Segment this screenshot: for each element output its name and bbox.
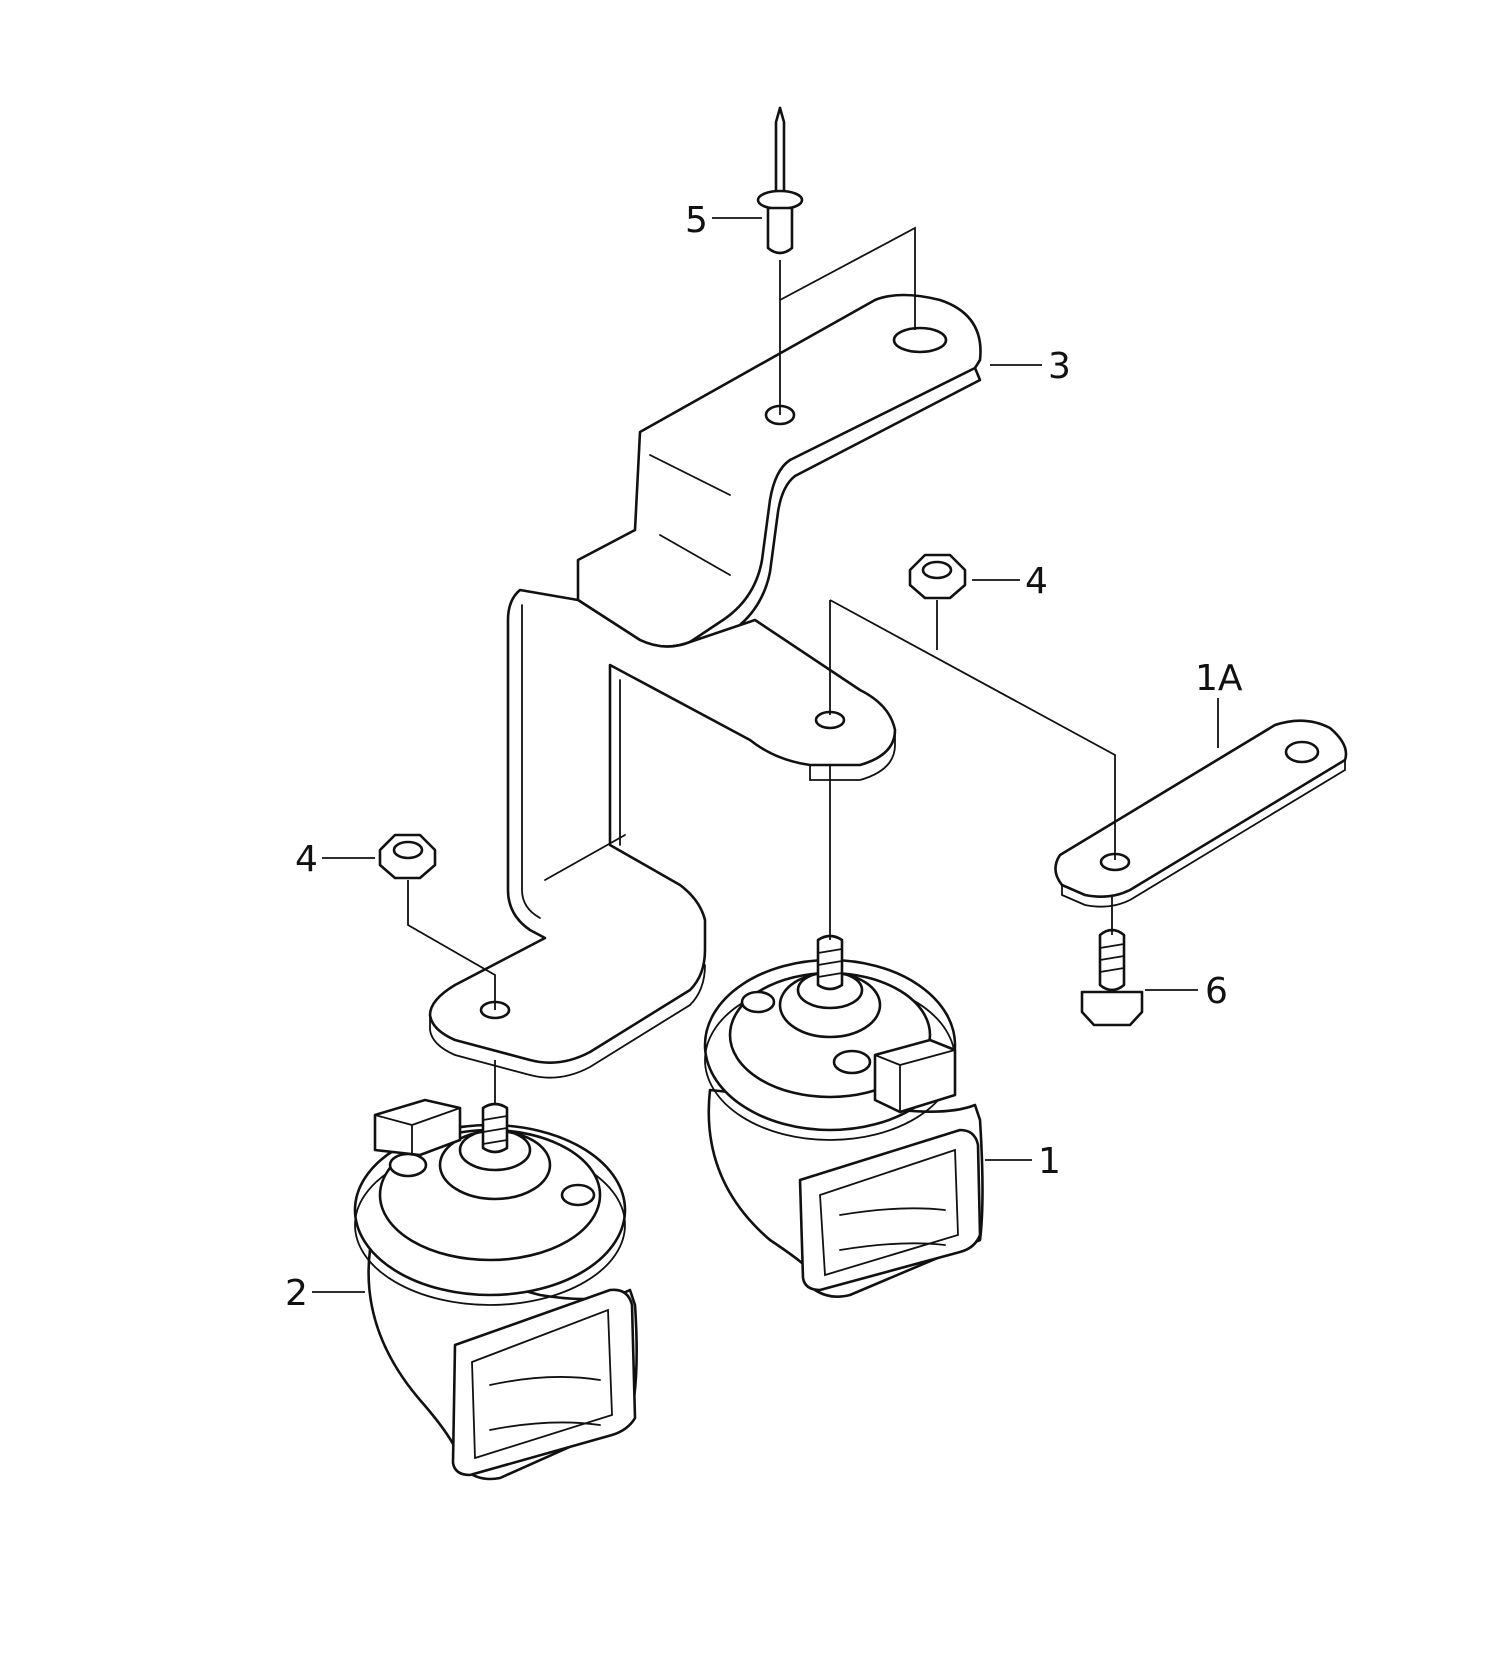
callout-1: 1 xyxy=(1038,1141,1061,1182)
horn-part-1 xyxy=(703,934,984,1298)
bracket-part-3 xyxy=(428,293,982,1079)
callout-3: 3 xyxy=(1048,346,1071,387)
nut-part-4-upper xyxy=(908,553,967,600)
callout-2: 2 xyxy=(285,1273,308,1314)
callout-1a: 1A xyxy=(1195,658,1243,699)
rivet-part-5 xyxy=(756,106,804,255)
bolt-part-6 xyxy=(1080,928,1144,1027)
callout-4-upper: 4 xyxy=(1025,561,1048,602)
callout-5: 5 xyxy=(685,200,708,241)
strap-part-1a xyxy=(1054,719,1348,908)
assembly-lines xyxy=(407,226,1116,1105)
horn-part-2 xyxy=(353,1098,638,1481)
leader-lines xyxy=(312,217,1219,1293)
nut-part-4-left xyxy=(378,833,437,880)
callout-6: 6 xyxy=(1205,971,1228,1012)
callout-4-left: 4 xyxy=(295,839,318,880)
